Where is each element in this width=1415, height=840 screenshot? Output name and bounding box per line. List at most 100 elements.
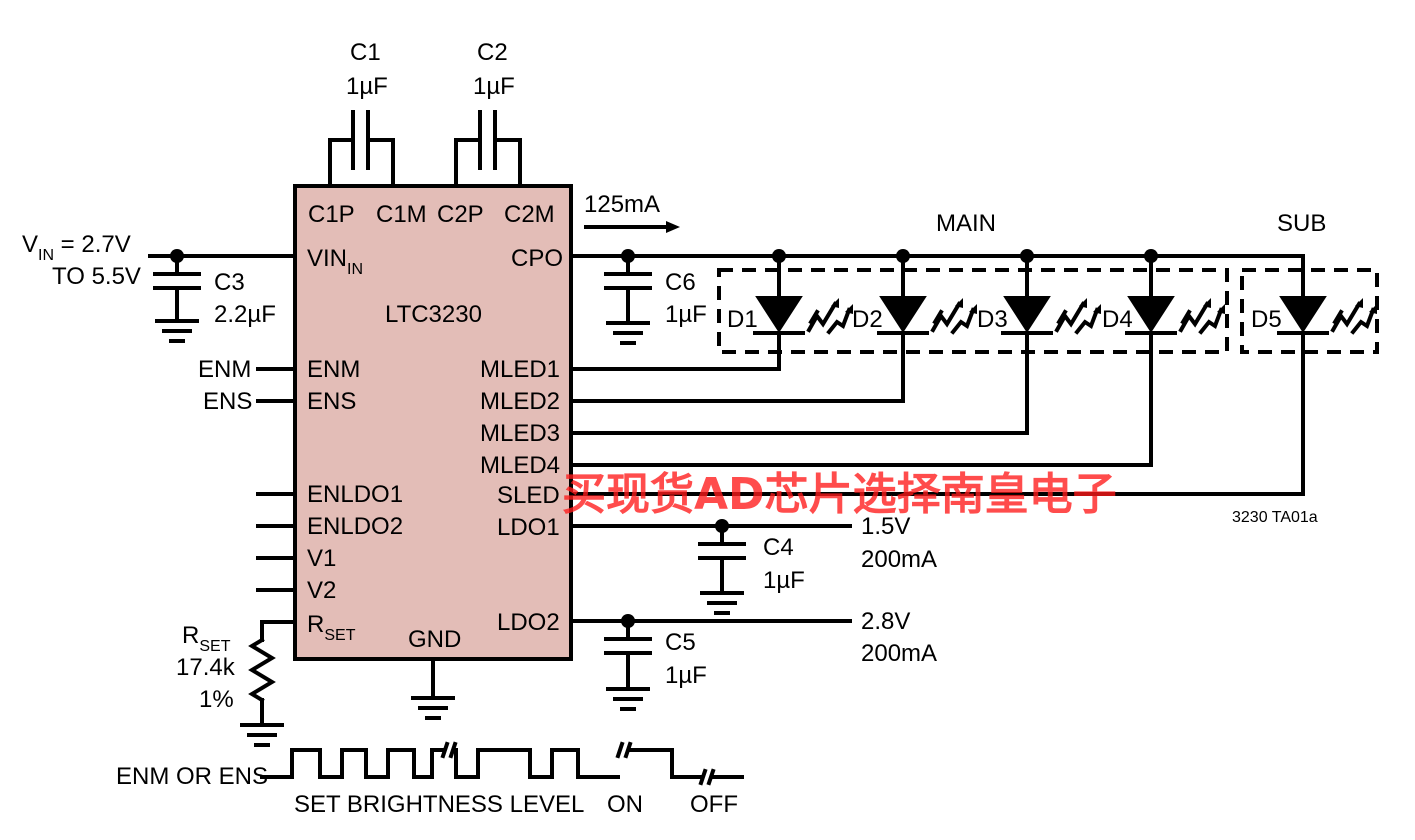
pin-enldo2: ENLDO2 xyxy=(307,513,403,540)
c6-name: C6 xyxy=(665,269,696,296)
led-emission-arrow xyxy=(930,301,962,333)
c1-value: 1µF xyxy=(346,73,388,100)
timing-break xyxy=(706,768,716,786)
rset-tolerance: 1% xyxy=(199,686,234,713)
pin-enldo1: ENLDO1 xyxy=(307,481,403,508)
d5-label: D5 xyxy=(1251,306,1282,333)
timing-break xyxy=(698,768,708,786)
c5-name: C5 xyxy=(665,629,696,656)
led-diode xyxy=(1127,296,1175,333)
led-diode xyxy=(1279,296,1327,333)
enm-label: ENM xyxy=(198,356,251,383)
current-arrowhead xyxy=(666,221,680,233)
sub-group-box xyxy=(1240,268,1379,354)
led-return-wire xyxy=(569,331,781,371)
pin-c2p: C2P xyxy=(437,201,484,228)
led-emission-arrow xyxy=(806,301,838,333)
pin-enm: ENM xyxy=(307,356,360,383)
main-label: MAIN xyxy=(936,210,996,237)
rset-value: 17.4k xyxy=(176,654,236,681)
timing-waveform xyxy=(452,748,620,779)
c2-wire xyxy=(493,138,522,188)
c4-name: C4 xyxy=(763,534,794,561)
ldo2-voltage: 2.8V xyxy=(861,608,910,635)
pin-c2m: C2M xyxy=(504,201,555,228)
c5-value: 1µF xyxy=(665,662,707,689)
led-emission-arrow xyxy=(1178,301,1210,333)
led-emission-arrowhead xyxy=(1355,298,1363,308)
led-emission-arrow xyxy=(1350,307,1376,335)
led-emission-arrow xyxy=(808,309,820,325)
led-diode xyxy=(755,296,803,333)
timing-waveform xyxy=(628,748,704,779)
led-return-wire xyxy=(569,331,1305,496)
c3-value: 2.2µF xyxy=(214,301,276,328)
pin-mled2: MLED2 xyxy=(480,388,560,415)
pin-mled1: MLED1 xyxy=(480,356,560,383)
led-emission-arrowhead xyxy=(1217,304,1225,314)
c2-value: 1µF xyxy=(473,73,515,100)
c1-wire xyxy=(366,138,395,188)
led-emission-arrowhead xyxy=(1093,304,1101,314)
d1-label: D1 xyxy=(727,306,758,333)
timing-break xyxy=(440,741,450,759)
led-emission-arrowhead xyxy=(955,298,963,308)
timing-break xyxy=(448,741,458,759)
c1-name: C1 xyxy=(350,39,381,66)
c2-name: C2 xyxy=(477,39,508,66)
pin-rset-sub: SET xyxy=(324,627,355,644)
pin-c1m: C1M xyxy=(376,201,427,228)
figure-id: 3230 TA01a xyxy=(1232,509,1318,526)
rset-resistor xyxy=(248,637,276,703)
c6-value: 1µF xyxy=(665,301,707,328)
pin-v1: V1 xyxy=(307,545,336,572)
timing-phase-off: OFF xyxy=(690,791,738,818)
timing-phase-on: ON xyxy=(607,791,643,818)
watermark: 买现货AD芯片选择南皇电子 xyxy=(562,469,1117,520)
timing-break xyxy=(615,741,625,759)
ens-label: ENS xyxy=(203,388,252,415)
c4-value: 1µF xyxy=(763,567,805,594)
pin-gnd: GND xyxy=(408,626,461,653)
led-emission-arrowhead xyxy=(1079,298,1087,308)
pin-c1p: C1P xyxy=(308,201,355,228)
led-emission-arrow xyxy=(932,309,944,325)
c2-wire xyxy=(454,138,482,188)
pin-sled: SLED xyxy=(497,482,560,509)
timing-signal: ENM OR ENS xyxy=(116,763,268,790)
vin-range2: TO 5.5V xyxy=(52,263,141,290)
rset-name: RSET xyxy=(182,622,231,655)
led-emission-arrowhead xyxy=(845,304,853,314)
led-return-wire xyxy=(569,331,905,403)
pin-vin-sub: IN xyxy=(347,261,363,278)
ldo1-current: 200mA xyxy=(861,546,937,573)
main-group-box xyxy=(717,268,1229,354)
pin-vin: VININ xyxy=(307,245,363,278)
rset-name-main: R xyxy=(182,622,199,649)
led-diode xyxy=(879,296,927,333)
sub-label: SUB xyxy=(1277,210,1326,237)
ic-body xyxy=(293,184,573,661)
timing-break xyxy=(623,741,633,759)
vin-label-sub: IN xyxy=(38,247,54,264)
pin-mled4: MLED4 xyxy=(480,452,560,479)
pin-vin-main: VIN xyxy=(307,245,347,272)
d2-label: D2 xyxy=(852,306,883,333)
led-emission-arrow xyxy=(1056,309,1068,325)
pin-ens: ENS xyxy=(307,388,356,415)
ldo2-current: 200mA xyxy=(861,640,937,667)
rset-wire xyxy=(260,620,297,642)
rset-name-sub: SET xyxy=(199,638,230,655)
led-emission-arrow xyxy=(1330,301,1362,333)
led-emission-arrow xyxy=(1054,301,1086,333)
timing-waveform xyxy=(260,748,446,779)
ic-name: LTC3230 xyxy=(385,301,482,328)
led-emission-arrowhead xyxy=(969,304,977,314)
led-emission-arrow xyxy=(1198,307,1224,335)
led-emission-arrow xyxy=(1332,309,1344,325)
led-return-wire xyxy=(569,331,1153,467)
led-emission-arrow xyxy=(950,307,976,335)
led-return-wire xyxy=(569,331,1029,435)
vin-label-range: = 2.7V xyxy=(54,231,131,258)
